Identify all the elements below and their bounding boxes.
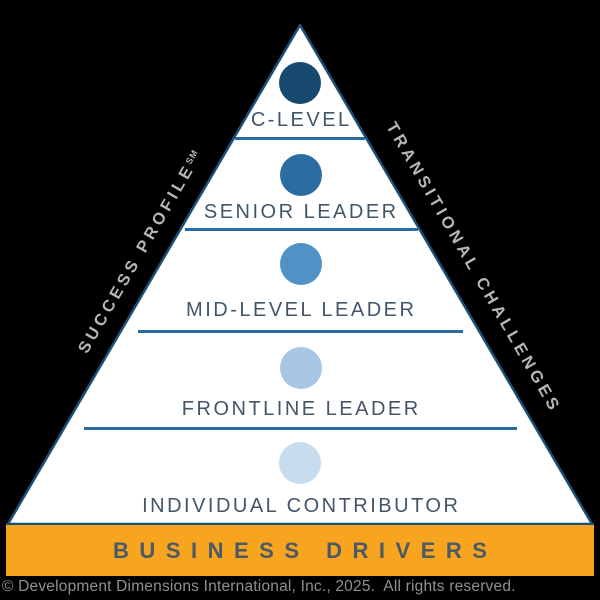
business-drivers-bar: BUSINESS DRIVERS xyxy=(6,523,594,576)
frontline-leader-label: FRONTLINE LEADER xyxy=(181,398,421,420)
frontline-leader-divider xyxy=(84,427,517,430)
mid-level-leader-label: MID-LEVEL LEADER xyxy=(186,299,417,321)
mid-level-leader-divider xyxy=(138,330,463,333)
senior-leader-circle xyxy=(280,154,322,196)
frontline-leader-circle xyxy=(280,347,322,389)
individual-contributor-label: INDIVIDUAL CONTRIBUTOR xyxy=(142,495,461,517)
senior-leader-divider xyxy=(185,228,418,231)
individual-contributor-circle xyxy=(279,442,321,484)
business-drivers-label: BUSINESS DRIVERS xyxy=(113,538,498,563)
senior-leader-label: SENIOR LEADER xyxy=(203,201,399,223)
mid-level-leader-circle xyxy=(280,243,322,285)
c-level-circle xyxy=(279,62,321,104)
c-level-divider xyxy=(235,137,365,140)
copyright-text: © Development Dimensions International, … xyxy=(2,578,516,595)
c-level-label: C-LEVEL xyxy=(250,109,352,131)
